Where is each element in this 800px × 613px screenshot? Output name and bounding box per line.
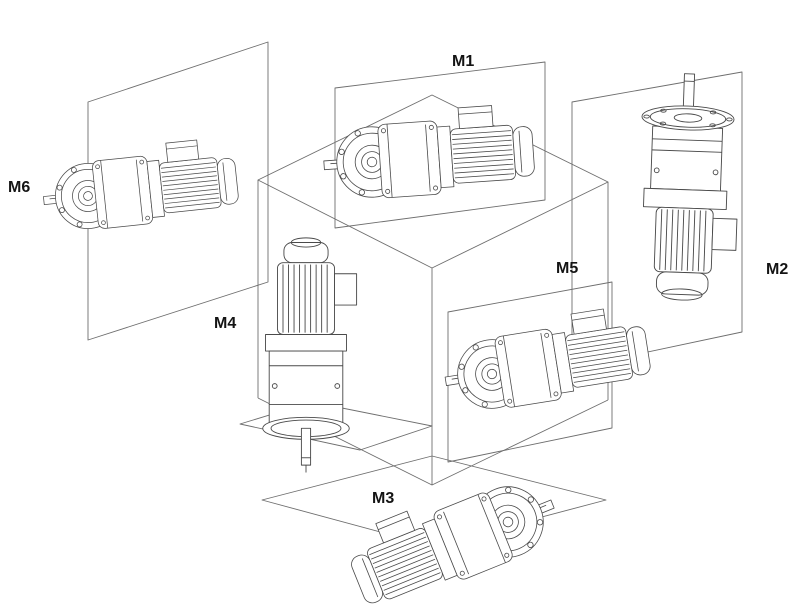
label-m2: M2: [766, 261, 788, 278]
label-m6: M6: [8, 179, 30, 196]
label-m3: M3: [372, 490, 394, 507]
mounting-plane-m3: [261, 455, 607, 547]
mounting-plane-m1: [334, 61, 546, 229]
mounting-plane-m6: [87, 41, 269, 341]
gearmotor-m4: [262, 237, 358, 473]
label-m4: M4: [214, 315, 236, 332]
gearmotor-m3: [351, 486, 555, 604]
label-m5: M5: [556, 260, 578, 277]
gearmotor-m6: [43, 139, 239, 229]
label-m1: M1: [452, 53, 474, 70]
gearmotor-m5: [444, 308, 651, 409]
gearmotor-m2: [641, 73, 738, 301]
mounting-plane-m5: [447, 281, 613, 463]
gearmotor-m1: [323, 105, 535, 199]
